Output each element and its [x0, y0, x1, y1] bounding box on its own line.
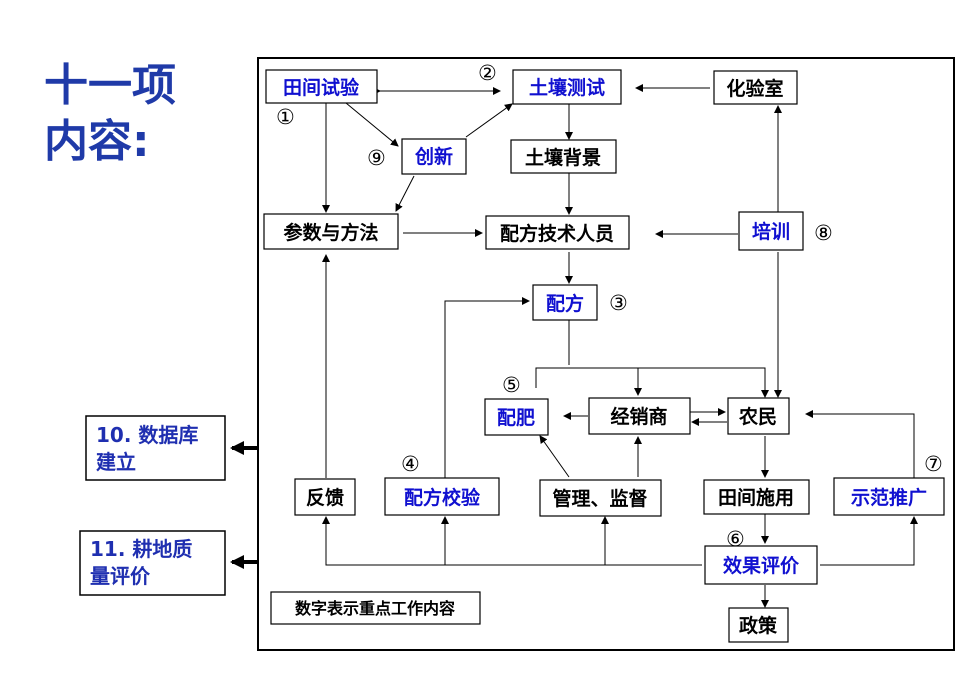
node-formula: 配方: [532, 284, 598, 321]
legend-note: 数字表示重点工作内容: [270, 591, 481, 625]
number-9: ⑨: [367, 146, 386, 170]
svg-text:量评价: 量评价: [90, 564, 151, 588]
number-2: ②: [478, 61, 497, 85]
node-formula-verify: 配方校验: [384, 477, 500, 516]
connectors: [230, 84, 918, 608]
svg-text:经销商: 经销商: [610, 405, 667, 428]
number-4: ④: [401, 452, 420, 476]
number-1: ①: [276, 105, 295, 129]
svg-text:管理、监督: 管理、监督: [552, 487, 647, 510]
svg-text:化验室: 化验室: [726, 77, 783, 100]
node-farmer: 农民: [727, 397, 790, 435]
node-innovation: 创新: [401, 138, 467, 175]
svg-text:土壤测试: 土壤测试: [529, 76, 605, 99]
page-title: 十一项 内容:: [44, 58, 176, 170]
svg-text:配方技术人员: 配方技术人员: [500, 222, 614, 245]
svg-text:土壤背景: 土壤背景: [525, 146, 601, 169]
side-box-land-quality: 11. 耕地质 量评价: [79, 530, 226, 596]
node-lab: 化验室: [713, 70, 798, 105]
side-box-database: 10. 数据库 建立: [85, 415, 226, 481]
node-soil-test: 土壤测试: [512, 69, 622, 105]
node-formula-staff: 配方技术人员: [485, 215, 630, 250]
svg-text:配方校验: 配方校验: [404, 486, 481, 509]
svg-text:配方: 配方: [546, 292, 584, 315]
number-3: ③: [609, 291, 628, 315]
node-field-trial: 田间试验: [265, 69, 378, 104]
svg-text:建立: 建立: [96, 450, 136, 474]
number-6: ⑥: [726, 527, 745, 551]
node-demo-promote: 示范推广: [833, 477, 945, 516]
svg-text:11. 耕地质: 11. 耕地质: [90, 537, 192, 561]
svg-text:反馈: 反馈: [306, 486, 344, 509]
svg-text:农民: 农民: [738, 405, 777, 428]
circled-numbers: ① ② ③ ④ ⑤ ⑥ ⑦ ⑧ ⑨: [276, 61, 943, 551]
number-7: ⑦: [924, 452, 943, 476]
number-5: ⑤: [502, 373, 521, 397]
node-params-methods: 参数与方法: [263, 213, 399, 250]
node-management: 管理、监督: [539, 479, 662, 517]
svg-text:政策: 政策: [739, 614, 778, 637]
number-8: ⑧: [814, 221, 833, 245]
svg-text:示范推广: 示范推广: [851, 486, 927, 509]
node-field-apply: 田间施用: [703, 479, 810, 515]
svg-text:田间施用: 田间施用: [718, 486, 794, 509]
svg-text:效果评价: 效果评价: [723, 554, 800, 577]
node-policy: 政策: [728, 607, 789, 643]
node-feedback: 反馈: [294, 478, 356, 516]
svg-text:数字表示重点工作内容: 数字表示重点工作内容: [295, 599, 455, 618]
node-effect-eval: 效果评价: [704, 545, 818, 585]
svg-text:10. 数据库: 10. 数据库: [96, 423, 198, 447]
svg-text:配肥: 配肥: [497, 407, 535, 429]
node-soil-background: 土壤背景: [510, 139, 617, 174]
svg-text:参数与方法: 参数与方法: [283, 221, 378, 244]
node-formula-fertilizer: 配肥: [484, 398, 549, 436]
svg-text:培训: 培训: [752, 220, 790, 243]
title-line-2: 内容:: [44, 116, 150, 167]
diagram-frame: [257, 57, 955, 651]
svg-text:创新: 创新: [414, 145, 453, 168]
title-line-1: 十一项: [44, 60, 176, 111]
node-dealer: 经销商: [588, 397, 691, 435]
svg-text:田间试验: 田间试验: [283, 76, 360, 99]
node-training: 培训: [738, 211, 804, 251]
